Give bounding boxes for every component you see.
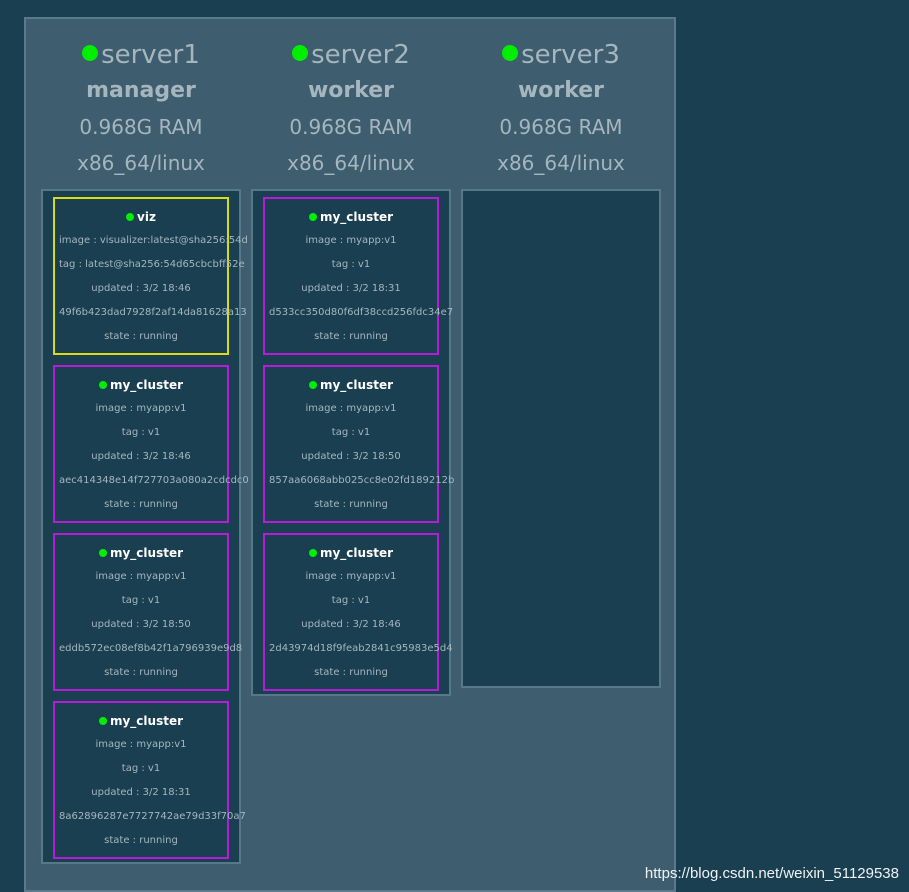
task-title-text: my_cluster — [319, 546, 394, 560]
node-name-text: server1 — [101, 40, 200, 70]
status-dot-icon — [292, 44, 309, 61]
task-image: image : visualizer:latest@sha256:54d — [59, 235, 248, 246]
task-area: viz image : visualizer:latest@sha256:54d… — [41, 189, 249, 864]
node-name-text: server2 — [311, 40, 410, 70]
task-image: image : myapp:v1 — [305, 235, 397, 246]
node-ram: 0.968G RAM — [79, 115, 203, 139]
task-title-text: viz — [137, 210, 156, 224]
task-id: 2d43974d18f9feab2841c95983e5d4 — [269, 643, 453, 654]
node-header: server2 worker 0.968G RAM x86_64/linux — [251, 37, 451, 181]
task-state: state : running — [104, 667, 178, 678]
status-dot-icon — [308, 548, 317, 557]
task-area: my_cluster image : myapp:v1 tag : v1 upd… — [251, 189, 455, 696]
node-os: x86_64/linux — [287, 151, 415, 175]
task-area — [461, 189, 661, 688]
task-id: 857aa6068abb025cc8e02fd189212b — [269, 475, 455, 486]
task-image: image : myapp:v1 — [95, 739, 187, 750]
task-card-viz[interactable]: viz image : visualizer:latest@sha256:54d… — [53, 197, 248, 355]
watermark: https://blog.csdn.net/weixin_51129538 — [644, 865, 899, 882]
task-tag: tag : latest@sha256:54d65cbcbff52e — [59, 259, 245, 270]
task-id: aec414348e14f727703a080a2cdcdc0 — [59, 475, 249, 486]
task-card[interactable]: my_cluster image : myapp:v1 tag : v1 upd… — [53, 701, 246, 859]
status-dot-icon — [308, 380, 317, 389]
task-image: image : myapp:v1 — [95, 403, 187, 414]
task-id: d533cc350d80f6df38ccd256fdc34e7 — [269, 307, 454, 318]
node-header: server1 manager 0.968G RAM x86_64/linux — [41, 37, 241, 181]
task-updated: updated : 3/2 18:50 — [91, 619, 191, 630]
task-updated: updated : 3/2 18:46 — [301, 619, 401, 630]
task-card[interactable]: my_cluster image : myapp:v1 tag : v1 upd… — [263, 533, 453, 691]
task-state: state : running — [314, 331, 388, 342]
task-image: image : myapp:v1 — [305, 403, 397, 414]
status-dot-icon — [98, 380, 107, 389]
node-header: server3 worker 0.968G RAM x86_64/linux — [461, 37, 661, 181]
task-title: my_cluster — [265, 377, 437, 393]
task-title-text: my_cluster — [319, 210, 394, 224]
task-title: my_cluster — [55, 713, 227, 729]
status-dot-icon — [126, 212, 135, 221]
task-tag: tag : v1 — [121, 763, 161, 774]
status-dot-icon — [308, 212, 317, 221]
node-name: server1 — [41, 37, 241, 73]
task-id: eddb572ec08ef8b42f1a796939e9d8 — [59, 643, 243, 654]
task-image: image : myapp:v1 — [95, 571, 187, 582]
status-dot-icon — [98, 716, 107, 725]
task-tag: tag : v1 — [121, 595, 161, 606]
status-dot-icon — [98, 548, 107, 557]
task-state: state : running — [104, 835, 178, 846]
task-title: my_cluster — [265, 209, 437, 225]
node-name: server2 — [251, 37, 451, 73]
task-title: my_cluster — [55, 545, 227, 561]
node-server2: server2 worker 0.968G RAM x86_64/linux m… — [251, 19, 454, 696]
task-card[interactable]: my_cluster image : myapp:v1 tag : v1 upd… — [53, 365, 249, 523]
task-updated: updated : 3/2 18:31 — [91, 787, 191, 798]
task-tag: tag : v1 — [331, 259, 371, 270]
task-card[interactable]: my_cluster image : myapp:v1 tag : v1 upd… — [53, 533, 243, 691]
task-state: state : running — [104, 499, 178, 510]
task-card[interactable]: my_cluster image : myapp:v1 tag : v1 upd… — [263, 365, 455, 523]
status-dot-icon — [82, 44, 99, 61]
node-os: x86_64/linux — [497, 151, 625, 175]
task-updated: updated : 3/2 18:31 — [301, 283, 401, 294]
task-title-text: my_cluster — [109, 378, 184, 392]
task-title: my_cluster — [55, 377, 227, 393]
task-id: 49f6b423dad7928f2af14da81628a13 — [59, 307, 247, 318]
task-tag: tag : v1 — [331, 427, 371, 438]
task-updated: updated : 3/2 18:50 — [301, 451, 401, 462]
status-dot-icon — [502, 44, 519, 61]
task-title: my_cluster — [265, 545, 437, 561]
task-state: state : running — [104, 331, 178, 342]
task-card[interactable]: my_cluster image : myapp:v1 tag : v1 upd… — [263, 197, 454, 355]
node-ram: 0.968G RAM — [289, 115, 413, 139]
node-server1: server1 manager 0.968G RAM x86_64/linux … — [41, 19, 249, 864]
task-updated: updated : 3/2 18:46 — [91, 283, 191, 294]
node-os: x86_64/linux — [77, 151, 205, 175]
task-title-text: my_cluster — [109, 714, 184, 728]
task-title-text: my_cluster — [319, 378, 394, 392]
task-state: state : running — [314, 499, 388, 510]
task-updated: updated : 3/2 18:46 — [91, 451, 191, 462]
node-role: manager — [86, 78, 196, 103]
task-title-text: my_cluster — [109, 546, 184, 560]
task-title: viz — [55, 209, 227, 225]
task-tag: tag : v1 — [121, 427, 161, 438]
cluster-panel: server1 manager 0.968G RAM x86_64/linux … — [24, 17, 676, 892]
task-tag: tag : v1 — [331, 595, 371, 606]
node-name: server3 — [461, 37, 661, 73]
task-image: image : myapp:v1 — [305, 571, 397, 582]
node-role: worker — [517, 78, 605, 103]
node-server3: server3 worker 0.968G RAM x86_64/linux — [461, 19, 661, 688]
task-id: 8a62896287e7727742ae79d33f70a7 — [59, 811, 246, 822]
node-ram: 0.968G RAM — [499, 115, 623, 139]
task-state: state : running — [314, 667, 388, 678]
node-role: worker — [307, 78, 395, 103]
node-name-text: server3 — [521, 40, 620, 70]
